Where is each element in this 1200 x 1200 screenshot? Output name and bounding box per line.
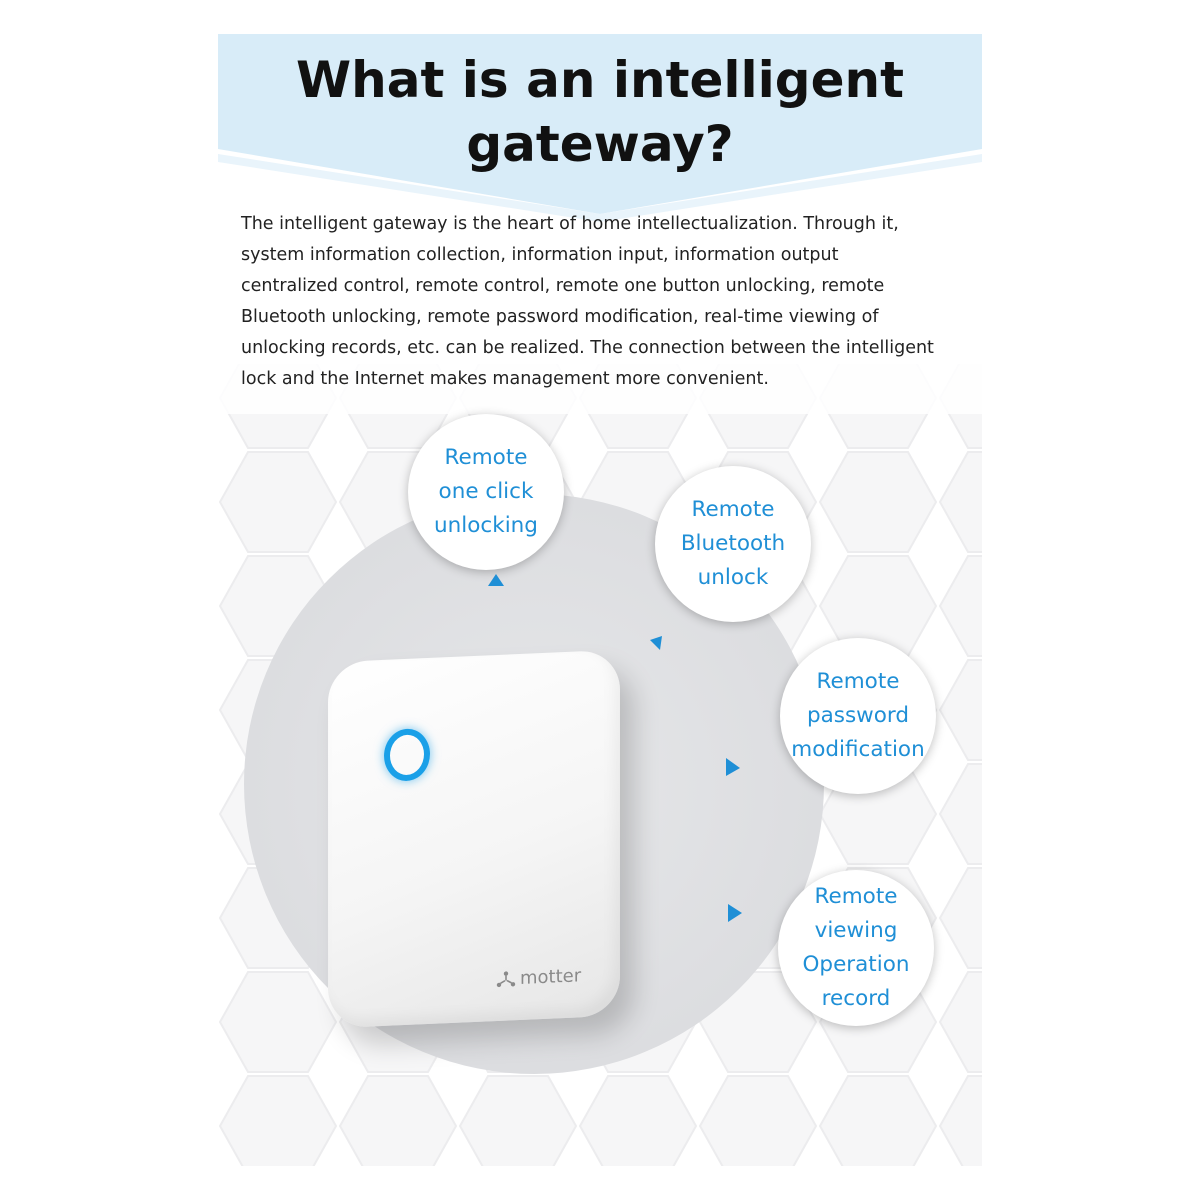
feature-label: Remote viewing Operation record [802,884,910,1011]
brand-label: motter [520,965,582,989]
description-line: system information collection, informati… [241,245,839,265]
gateway-device-image: motter [328,649,620,1029]
page-title: What is an intelligent gateway? [218,48,982,176]
feature-bubble-password-modification: Remote password modification [780,638,936,794]
description-line: lock and the Internet makes management m… [241,369,769,389]
description-line: The intelligent gateway is the heart of … [241,214,899,234]
arrow-up-right-icon [650,636,662,650]
description-line: unlocking records, etc. can be realized.… [241,338,934,358]
description-line: centralized control, remote control, rem… [241,276,885,296]
feature-label: Remote one click unlocking [434,445,538,538]
title-line-1: What is an intelligent [295,51,904,109]
feature-label: Remote Bluetooth unlock [680,497,786,590]
feature-label: Remote password modification [791,669,925,762]
arrow-right-icon [726,758,740,776]
header-band-shape [218,34,982,222]
description-line: Bluetooth unlocking, remote password mod… [241,307,879,327]
arrow-right-icon [728,904,742,922]
header-band: What is an intelligent gateway? [218,34,982,234]
product-panel: What is an intelligent gateway? The inte… [218,34,982,1166]
feature-bubble-viewing-record: Remote viewing Operation record [778,870,934,1026]
matter-logo-icon [496,971,516,988]
arrow-up-icon [488,574,504,586]
title-line-2: gateway? [466,115,734,173]
description-text: The intelligent gateway is the heart of … [241,209,961,395]
status-ring-icon [384,727,430,782]
feature-bubble-bluetooth-unlock: Remote Bluetooth unlock [655,466,811,622]
feature-bubble-one-click-unlock: Remote one click unlocking [408,414,564,570]
